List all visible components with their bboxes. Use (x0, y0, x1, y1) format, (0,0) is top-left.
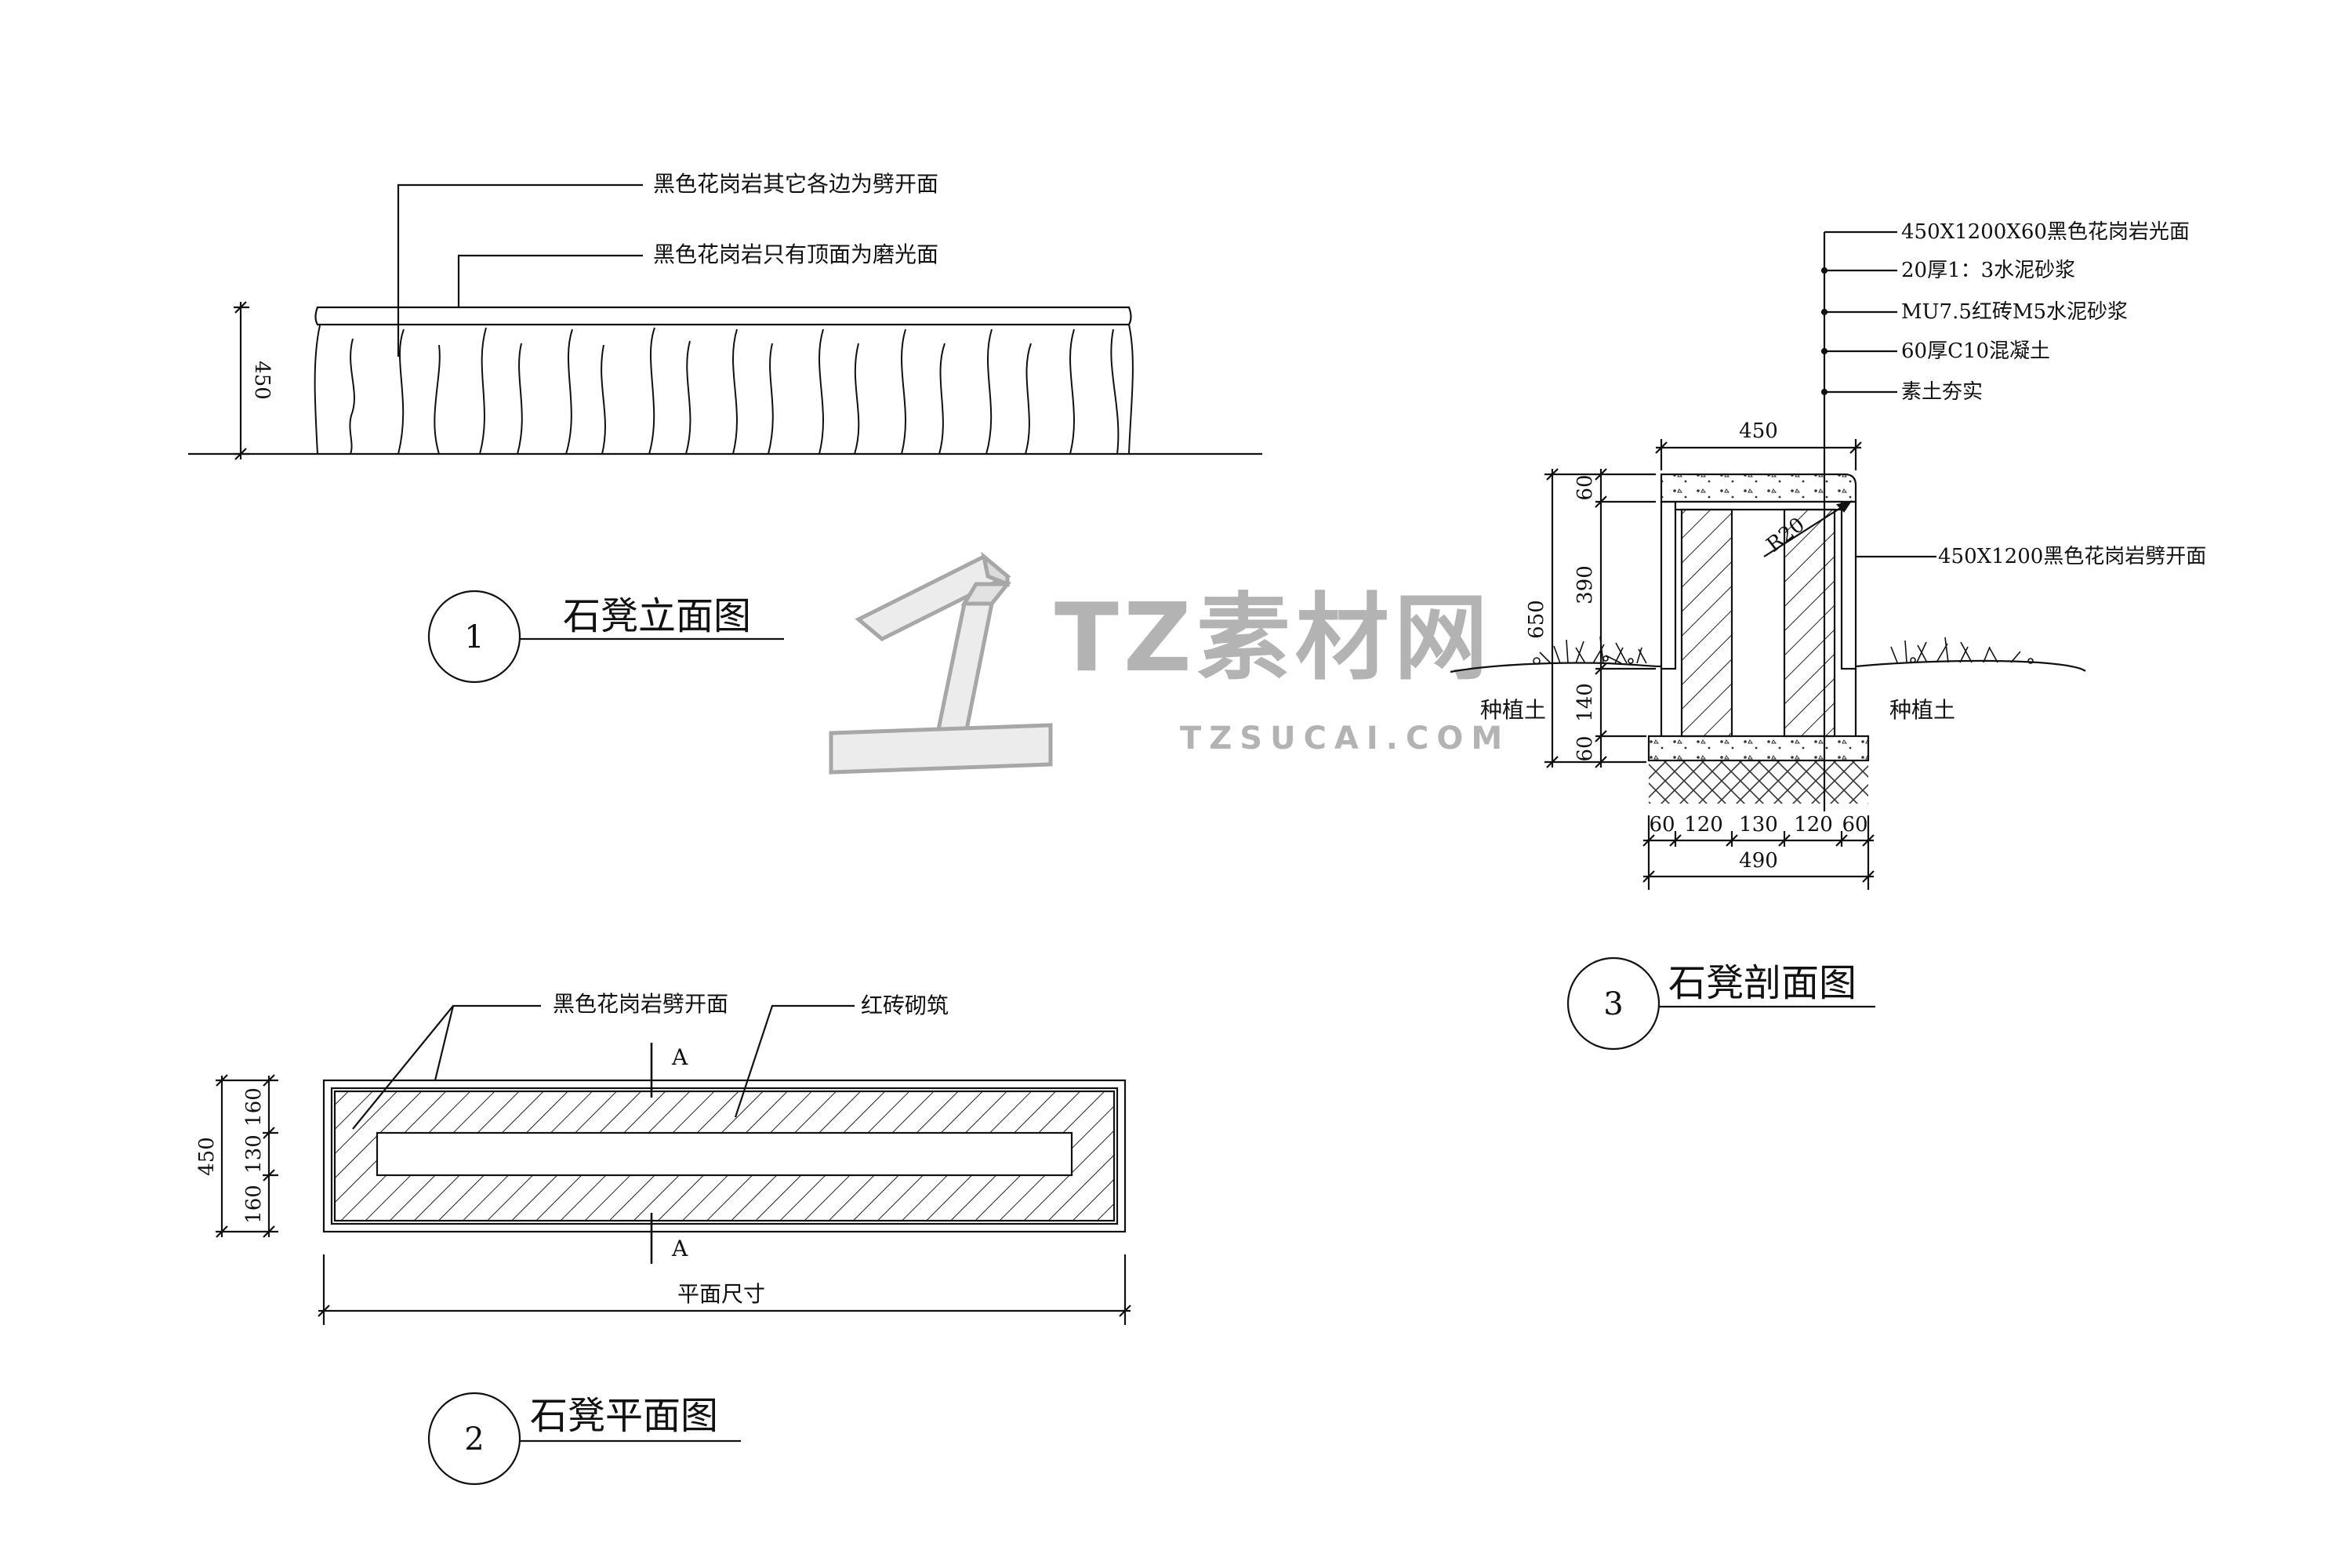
elevation-dim-height: 450 (250, 361, 274, 400)
elevation-note-top: 黑色花岗岩只有顶面为磨光面 (653, 241, 938, 267)
plan-void (376, 1131, 1073, 1177)
plan-dim-part-3: 160 (242, 1185, 266, 1224)
section-granite-side-left (1660, 500, 1677, 670)
section-dim-h-390: 390 (1573, 565, 1597, 604)
section-compacted-soil (1649, 760, 1868, 804)
plan-view (216, 1004, 1131, 1325)
elevation-title-block (427, 590, 784, 684)
grass-right-icon (1890, 637, 2034, 664)
plan-dim-total: 450 (195, 1137, 219, 1176)
section-layer-3: MU7.5红砖M5水泥砂浆 (1901, 300, 2128, 324)
grass-left-icon (1533, 636, 1647, 665)
section-view (1450, 230, 2086, 890)
leader-sides (397, 183, 643, 357)
section-dim-b-60a: 60 (1649, 813, 1675, 837)
elevation-note-sides: 黑色花岗岩其它各边为劈开面 (653, 171, 938, 197)
radius-leader (1763, 501, 1851, 557)
plan-title-block (427, 1392, 741, 1486)
plan-note-brick: 红砖砌筑 (861, 993, 949, 1018)
watermark-url: TZSUCAI.COM (1180, 720, 1510, 757)
elevation-number-circle (427, 590, 521, 684)
section-layer-5: 素土夯实 (1901, 380, 1983, 404)
plan-title: 石凳平面图 (530, 1394, 718, 1438)
watermark: TZ素材网 TZSUCAI.COM (829, 551, 1510, 775)
plan-dim-width-label: 平面尺寸 (677, 1281, 765, 1307)
section-layer-1: 450X1200X60黑色花岗岩光面 (1901, 220, 2190, 244)
section-granite-cap (1660, 473, 1857, 503)
section-layer-2: 20厚1：3水泥砂浆 (1901, 259, 2075, 282)
section-dim-b-120a: 120 (1684, 813, 1723, 837)
section-side-note: 450X1200黑色花岗岩劈开面 (1938, 545, 2206, 568)
section-dim-b-120b: 120 (1794, 813, 1833, 837)
section-concrete-base (1647, 735, 1870, 762)
watermark-logo-icon (829, 551, 1053, 775)
plan-outer-stone (322, 1079, 1127, 1233)
section-dim-b-130: 130 (1739, 813, 1778, 837)
elevation-rough-texture (314, 324, 1134, 455)
elevation-title: 石凳立面图 (563, 594, 751, 638)
section-layer-4: 60厚C10混凝土 (1901, 339, 2050, 363)
elevation-view (188, 183, 1262, 460)
section-brick-wall-left (1680, 508, 1733, 738)
section-number-circle (1566, 956, 1661, 1051)
section-dim-h-60a: 60 (1573, 474, 1597, 500)
elevation-bench-top (314, 306, 1132, 326)
section-brick-wall-right (1783, 508, 1836, 738)
plan-section-mark-bottom: A (671, 1236, 688, 1261)
section-title: 石凳剖面图 (1668, 961, 1857, 1005)
watermark-brand: TZ素材网 (1054, 584, 1493, 693)
plan-note-split-face: 黑色花岗岩劈开面 (553, 991, 728, 1017)
plan-number-circle (427, 1392, 521, 1486)
section-dim-bottom-total: 490 (1739, 849, 1778, 873)
section-dim-top-width: 450 (1739, 419, 1778, 443)
elevation-number: 1 (464, 619, 484, 655)
plan-dim-part-2: 130 (242, 1134, 266, 1174)
section-dim-h-60b: 60 (1573, 735, 1597, 761)
leader-brick (734, 1004, 855, 1118)
section-dim-b-60b: 60 (1842, 813, 1867, 837)
plan-dim-part-1: 160 (242, 1087, 266, 1127)
leader-split-face (434, 1004, 541, 1081)
plan-section-mark-top: A (671, 1044, 688, 1070)
section-granite-side-right (1840, 500, 1857, 670)
section-soil-right: 种植土 (1889, 697, 1955, 723)
leader-top (457, 254, 643, 307)
plan-number: 2 (464, 1421, 484, 1457)
section-ground-right (1855, 659, 2086, 672)
section-number: 3 (1603, 986, 1623, 1022)
section-dim-h-140: 140 (1573, 683, 1597, 722)
section-soil-left: 种植土 (1480, 697, 1546, 723)
section-title-block (1566, 956, 1875, 1051)
section-dim-650: 650 (1525, 600, 1548, 639)
